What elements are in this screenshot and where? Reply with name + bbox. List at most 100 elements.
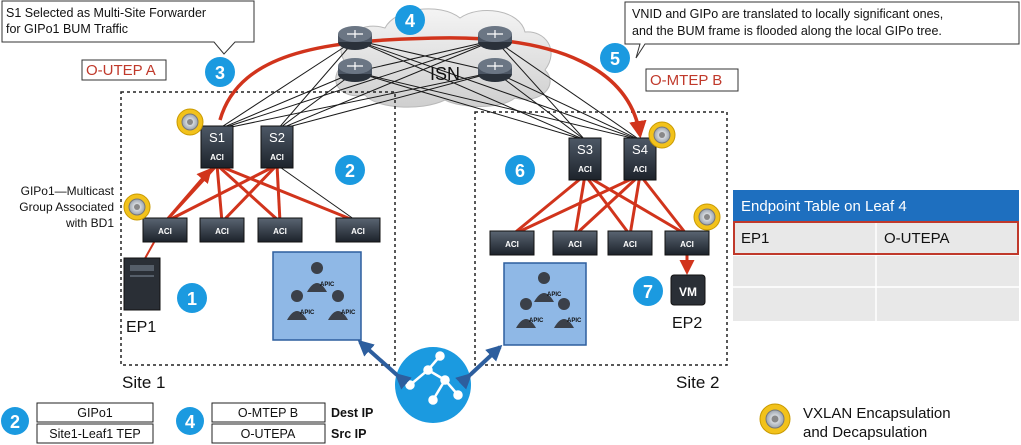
svg-text:5: 5 [610,49,620,69]
leaf-switches-site2: ACI ACI ACI ACI [489,230,710,256]
table-cell: EP1 [741,230,769,247]
step-badge-2: 2 [335,155,365,185]
apic-controller-icon: APIC [516,298,544,328]
outep-a-label: O-UTEP A [86,62,156,79]
server-icon [123,257,161,311]
leaf-switch-icon: ACI [489,230,535,256]
step-badge-4: 4 [395,5,425,35]
gear-icon [176,108,204,136]
router-icon [478,26,512,50]
apic-controller-icon: APIC [534,272,562,302]
orchestrator-icon [395,347,471,423]
leaf-switch-icon: ACI [664,230,710,256]
step-badge-6: 6 [505,155,535,185]
svg-text:APIC: APIC [567,318,582,324]
router-icon [338,58,372,82]
spine-switch-s3: S3 ACI [568,137,602,181]
apic-controller-icon: APIC [554,298,582,328]
legend-dest-ip-label: Dest IP [331,406,373,420]
gear-icon [123,193,151,221]
site2-fabric-links [511,173,689,237]
step-badge-1: 1 [177,283,207,313]
site1-boundary [120,91,396,366]
table-cell: O-UTEPA [884,230,950,247]
endpoint-table: Endpoint Table on Leaf 4 EP1 O-UTEPA [733,190,1019,321]
callout-right-line2: and the BUM frame is flooded along the l… [632,24,942,38]
svg-text:ACI: ACI [273,227,287,236]
spine-label: S4 [632,142,648,157]
apic-controller-icon: APIC [287,290,315,320]
aci-label: ACI [633,165,647,174]
legend-src-ip-value: O-UTEPA [241,427,296,441]
header-legend-step4: 4 O-MTEP B O-UTEPA Dest IP Src IP [176,402,373,444]
svg-text:4: 4 [185,412,195,432]
svg-text:ACI: ACI [623,240,637,249]
leaf-switch-icon: ACI [257,217,303,243]
leaf1-to-s1-arrow [163,167,212,223]
step-badge-3: 3 [205,57,235,87]
leaf-switch-icon: ACI [199,217,245,243]
router-icon [338,26,372,50]
spine-label: S2 [269,130,285,145]
step-badge-5: 5 [600,43,630,73]
isn-label: ISN [430,64,460,84]
svg-text:3: 3 [215,63,225,83]
apic-cluster-site2: APIC APIC APIC [503,262,587,346]
svg-text:APIC: APIC [320,282,335,288]
svg-text:APIC: APIC [547,292,562,298]
isn-links [216,39,641,141]
svg-text:2: 2 [345,161,355,181]
aci-label: ACI [270,153,284,162]
svg-text:ACI: ACI [680,240,694,249]
svg-text:APIC: APIC [300,310,315,316]
router-icon [478,58,512,82]
aci-label: ACI [210,153,224,162]
aci-label: ACI [578,165,592,174]
svg-text:APIC: APIC [529,318,544,324]
svg-text:4: 4 [405,11,415,31]
spine-switch-s1: S1 ACI [200,125,234,169]
legend-gipo1: GIPo1 [77,406,112,420]
header-legend-step2: 2 GIPo1 Site1-Leaf1 TEP [1,402,154,444]
spine-label: S3 [577,142,593,157]
legend-vxlan-line2: and Decapsulation [803,424,927,441]
ep2-label: EP2 [672,315,702,332]
svg-text:ACI: ACI [158,227,172,236]
apic-cluster-site1: APIC APIC APIC [272,251,362,341]
omtep-b-box [645,68,739,92]
gear-icon [648,121,676,149]
leaf-switch-icon: ACI [552,230,598,256]
leaf-switch-icon: ACI [335,217,381,243]
step-badge-7: 7 [633,276,663,306]
gear-icon [693,203,721,231]
spine-label: S1 [209,130,225,145]
legend-vxlan: VXLAN Encapsulation and Decapsulation [759,403,951,441]
leaf-switch-icon: ACI [607,230,653,256]
spine-switch-s2: S2 ACI [260,125,294,169]
leaf-switch-icon: ACI [142,217,188,243]
leaf-switches-site1: ACI ACI ACI ACI [142,217,381,243]
apic-controller-icon: APIC [328,290,356,320]
gipo-label-line1: GIPo1—Multicast [21,184,115,198]
orchestrator-link-site1 [357,339,412,390]
svg-text:6: 6 [515,161,525,181]
endpoint-table-header [733,190,1019,221]
bum-traffic-arc [218,36,647,139]
callout-left: S1 Selected as Multi-Site Forwarder for … [1,0,255,55]
endpoint-table-title: Endpoint Table on Leaf 4 [741,198,907,215]
svg-text:1: 1 [187,289,197,309]
callout-right: VNID and GIPo are translated to locally … [624,1,1020,59]
legend-src-ip-label: Src IP [331,427,366,441]
outep-a-box [81,59,167,81]
orchestrator-link-site2 [455,344,503,390]
svg-text:APIC: APIC [341,310,356,316]
svg-text:ACI: ACI [351,227,365,236]
callout-left-line2: for GIPo1 BUM Traffic [6,22,128,36]
vm-icon: VM [670,274,706,306]
endpoint-table-row [733,221,1019,255]
site2-boundary [474,111,728,366]
site1-fabric-links [163,163,359,224]
spine-switch-s4: S4 ACI [623,137,657,181]
svg-text:2: 2 [10,412,20,432]
